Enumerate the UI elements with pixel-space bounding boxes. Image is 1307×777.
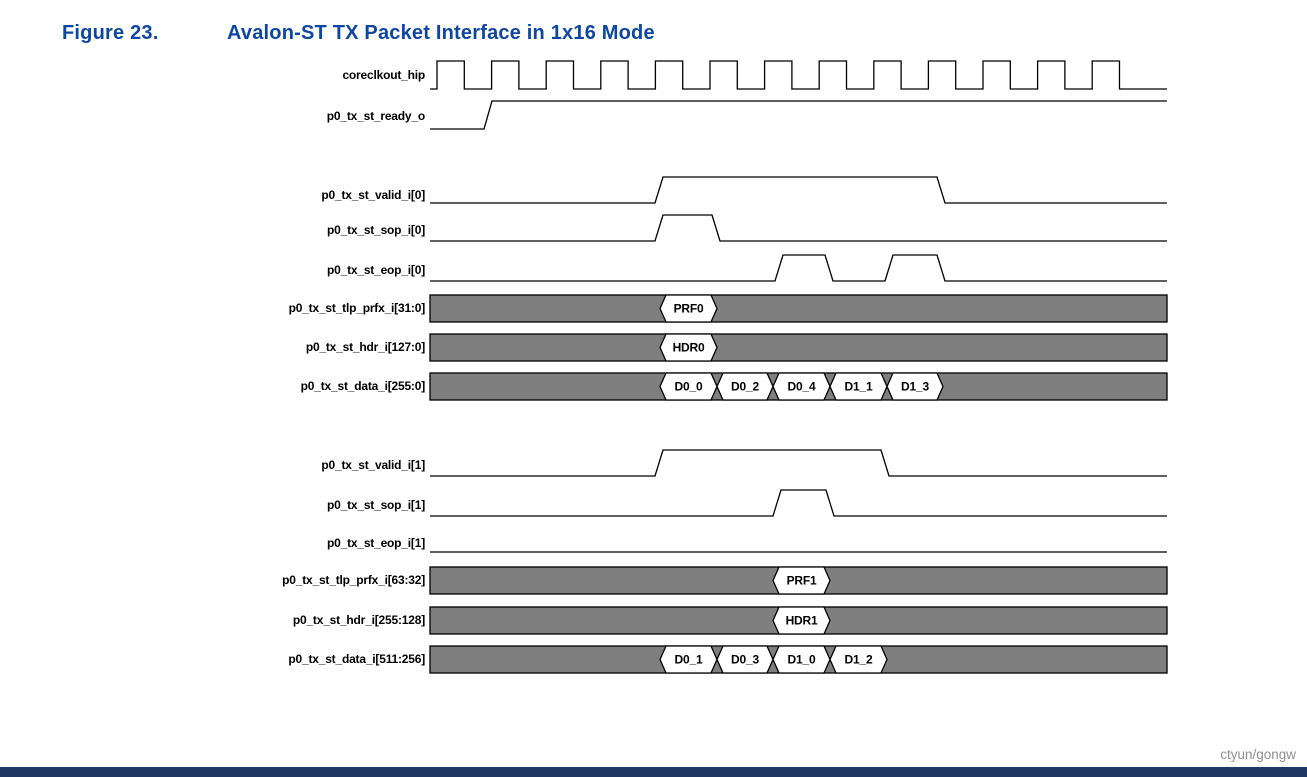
signal-label: p0_tx_st_data_i[255:0]	[301, 379, 426, 393]
bus-value-label: D1_1	[845, 380, 873, 394]
bus-value-label: D0_1	[675, 653, 703, 667]
signal-label: p0_tx_st_tlp_prfx_i[31:0]	[289, 301, 426, 315]
bus-value-label: PRF0	[674, 302, 704, 316]
signal-label: p0_tx_st_valid_i[1]	[321, 458, 425, 472]
bus-value-label: D1_2	[845, 653, 873, 667]
signal-label: p0_tx_st_sop_i[0]	[327, 223, 425, 237]
figure-label: Figure 23.	[62, 22, 159, 44]
signal-label: p0_tx_st_data_i[511:256]	[288, 652, 425, 666]
figure-name: Avalon-ST TX Packet Interface in 1x16 Mo…	[227, 22, 655, 44]
bus-value-label: D0_4	[788, 380, 816, 394]
bus-value-box	[886, 372, 944, 401]
bus-value-box	[829, 645, 888, 674]
signal-label: p0_tx_st_eop_i[0]	[327, 263, 425, 277]
signal-label: p0_tx_st_valid_i[0]	[321, 188, 425, 202]
bus-value-box	[772, 606, 831, 635]
signal-waveform	[430, 214, 1167, 242]
footer-bar	[0, 767, 1307, 777]
signal-waveform	[430, 176, 1167, 204]
bus-value-label: D1_0	[788, 653, 816, 667]
signal-label: p0_tx_st_ready_o	[327, 109, 425, 123]
signal-waveform	[430, 254, 1167, 282]
signal-waveform	[430, 449, 1167, 477]
bus-value-box	[772, 566, 831, 595]
signal-label: p0_tx_st_hdr_i[255:128]	[293, 613, 425, 627]
bus-value-label: PRF1	[787, 574, 817, 588]
clock-waveform	[430, 60, 1167, 90]
bus-unknown-region	[429, 333, 1168, 362]
signal-waveform	[430, 489, 1167, 517]
signal-label: p0_tx_st_eop_i[1]	[327, 536, 425, 550]
signal-label: coreclkout_hip	[342, 68, 425, 82]
bus-value-label: D0_3	[731, 653, 759, 667]
signal-label: p0_tx_st_tlp_prfx_i[63:32]	[282, 573, 425, 587]
bus-value-label: D0_0	[675, 380, 703, 394]
bus-value-label: D0_2	[731, 380, 759, 394]
bus-value-label: HDR0	[673, 341, 705, 355]
bus-value-label: HDR1	[786, 614, 818, 628]
bus-value-label: D1_3	[901, 380, 929, 394]
bus-unknown-region	[429, 294, 1168, 323]
signal-waveform	[430, 100, 1167, 130]
signal-label: p0_tx_st_sop_i[1]	[327, 498, 425, 512]
watermark: ctyun/gongw	[1220, 747, 1296, 762]
bus-value-box	[659, 294, 718, 323]
signal-label: p0_tx_st_hdr_i[127:0]	[306, 340, 425, 354]
bus-value-box	[659, 333, 718, 362]
